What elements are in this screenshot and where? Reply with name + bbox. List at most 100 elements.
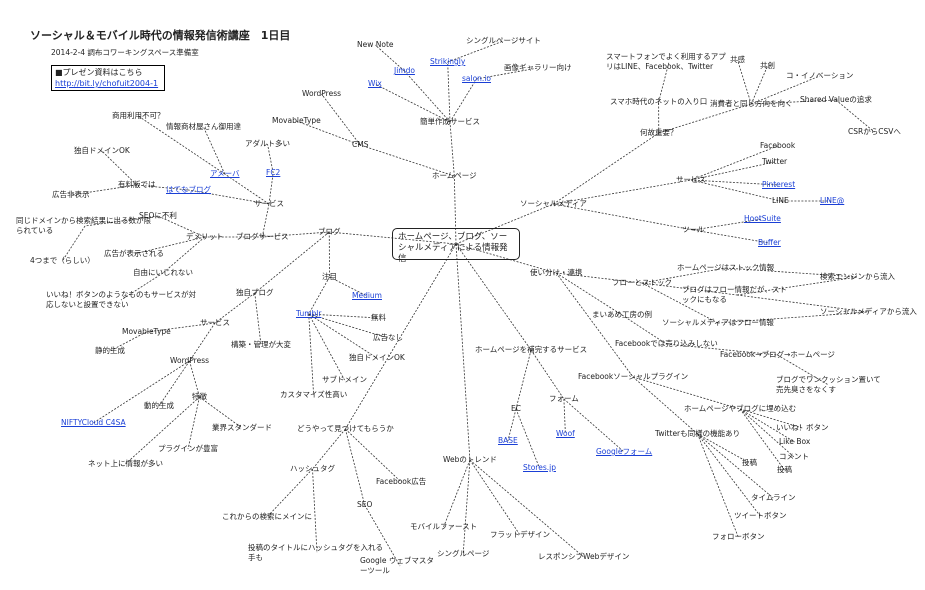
node-wordpress2: WordPress (170, 356, 210, 365)
node-wix[interactable]: Wix (368, 79, 382, 88)
node-social-inflow: ソーシャルメディアから流入 (820, 307, 917, 316)
connector-example-fb-no-sell (621, 314, 667, 345)
connector-same-dir-shared-value (751, 99, 836, 105)
connector-cms-movabletype-top (296, 120, 361, 146)
node-fc2[interactable]: FC2 (266, 168, 281, 177)
node-future-search: これからの検索にメインに (222, 512, 312, 521)
connector-fb-plugin-twitter-same (632, 376, 698, 435)
connector-wordpress2-dynamic (158, 360, 190, 407)
node-like-box: Like Box (779, 437, 811, 446)
connector-web-trend-mobile-first (443, 459, 471, 528)
node-stores[interactable]: Stores.jp (523, 463, 556, 472)
node-lineat[interactable]: LINE@ (820, 196, 845, 205)
connector-why-important-same-dir (658, 103, 752, 134)
node-web-trend: Webのトレンド (443, 455, 497, 464)
node-no-ads: 広告なし (373, 333, 403, 342)
node-service1: サービス (254, 199, 284, 208)
node-hootsuite[interactable]: HootSuite (744, 214, 781, 223)
node-movabletype-top: MovableType (272, 116, 321, 125)
node-four: 4つまで（らしい） (30, 256, 95, 265)
connector-feature-industry-std (199, 396, 243, 429)
connector-social-media-service3 (553, 179, 692, 205)
connector-wordpress2-nifty (93, 360, 190, 424)
connector-homepage-simple-service (449, 121, 455, 177)
node-strikingly[interactable]: Strikingly (430, 57, 466, 66)
node-plugins: プラグインが豊富 (158, 444, 218, 453)
node-blog-flow: ブログはフロー情報だが、ストックにもなる (682, 285, 787, 304)
node-pinterest[interactable]: Pinterest (762, 180, 796, 189)
node-fb-chain: Facebook→ブログ→ホームページ (720, 350, 835, 359)
connector-fb-chain-one-cushion (777, 354, 829, 386)
node-tumblr[interactable]: Tumblr (296, 309, 322, 318)
node-service3: サービス (676, 175, 706, 184)
connector-same-dir-coinnovation (751, 75, 820, 105)
connector-tumblr-subdomain (308, 313, 345, 381)
node-medium[interactable]: Medium (352, 291, 382, 300)
node-how-found: どうやって見つけてもらうか (297, 424, 394, 433)
node-buffer[interactable]: Buffer (758, 238, 781, 247)
node-same-domain: 同じドメインから検索結果に出る数が限られている (16, 216, 151, 235)
connector-web-trend-single-page (462, 459, 471, 555)
node-hatena[interactable]: はてなブログ (166, 185, 211, 194)
connector-paid-ad-hide (70, 184, 137, 196)
node-salon[interactable]: salon.io (462, 74, 491, 83)
node-hashtag: ハッシュタグ (290, 464, 335, 473)
node-google-form[interactable]: Googleフォーム (596, 447, 653, 456)
node-adult: アダルト多い (245, 139, 290, 148)
connector-blogservice-service1 (261, 203, 270, 238)
connector-demerit-ads-shown (133, 236, 205, 255)
node-ameba[interactable]: アメーバ (210, 169, 240, 178)
node-line: LINE (772, 196, 789, 205)
node-comment: コメント (779, 452, 809, 461)
connector-fc2-adult (267, 143, 274, 174)
connector-service3-line (690, 179, 781, 202)
connector-simple-service-wix (374, 83, 451, 123)
node-commercial: 商用利用不可？ (112, 111, 165, 120)
node-tweet-btn: ツイートボタン (734, 511, 787, 520)
connector-how-found-fb-ads (345, 428, 402, 483)
connector-attention-tumblr (308, 276, 330, 315)
connector-tools-buffer (693, 229, 770, 244)
node-search-inflow: 検索エンジンから流入 (820, 272, 895, 281)
node-movabletype2: MovableType (122, 327, 171, 336)
node-same-dir: 消費者と同じ方向を向く (710, 99, 793, 108)
connector-simple-service-salon (449, 78, 477, 123)
node-post1: 投稿 (777, 465, 792, 474)
node-cms: CMS (352, 140, 369, 149)
node-nifty[interactable]: NIFTYCloud C4SA (61, 418, 126, 427)
node-tools: ツール (682, 225, 705, 234)
connector-sm-flow-social-inflow (717, 311, 869, 324)
connector-blog-flow-search-inflow (736, 276, 858, 296)
connector-service2-wordpress2 (189, 322, 216, 362)
connector-center-web-trend (455, 243, 471, 461)
node-base[interactable]: BASE (498, 436, 518, 445)
node-industry-std: 業界スタンダード (212, 423, 272, 432)
connector-demerit-seo-bad (157, 215, 205, 238)
node-one-cushion: ブログでワンクッション置いて売先臭さをなくす (776, 375, 881, 394)
connector-fb-no-sell-fb-chain (666, 343, 778, 356)
connector-shared-value-csr-csv (835, 99, 875, 133)
connector-service3-twitter (690, 161, 775, 181)
node-flow-stock: フローとストック (612, 278, 672, 287)
node-google-wmt: Google ウェブマスターツール (360, 556, 434, 575)
connector-center-hp-supplement (455, 243, 532, 351)
node-subdomain: サブドメイン (322, 375, 367, 384)
connector-homepage-cms (360, 144, 455, 177)
node-like-buttons: いいね！ボタンのようなものもサービスが対応しないと設置できない (46, 290, 196, 309)
node-jimdo[interactable]: Jimdo (394, 66, 415, 75)
connector-twitter-same-timeline (697, 433, 774, 499)
node-paid: 有料版では (118, 180, 156, 189)
node-ads-shown: 広告が表示される (104, 249, 164, 258)
connector-form-woof (563, 398, 566, 435)
connector-usage-fb-plugin (555, 272, 634, 378)
node-service2: サービス (200, 318, 230, 327)
node-woof[interactable]: Woof (556, 429, 575, 438)
connector-usage-flow-stock (556, 272, 643, 284)
node-apps: スマートフォンでよく利用するアプリはLINE、Facebook、Twitter (606, 52, 726, 71)
promo-link[interactable]: http://bit.ly/chofuit2004-1 (55, 79, 159, 88)
connector-social-media-why-important (553, 132, 659, 205)
connector-demerit-cant-customize (162, 236, 206, 274)
node-post2: 投稿 (742, 458, 757, 467)
